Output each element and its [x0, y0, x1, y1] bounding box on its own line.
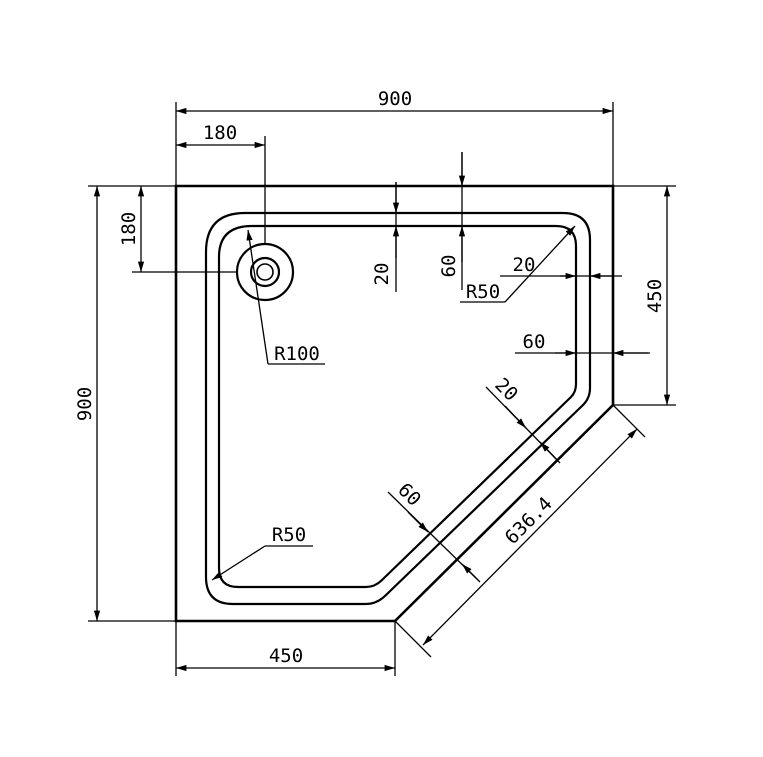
dim-arrow-rim-diag-depth-b — [461, 563, 479, 581]
dim-bottom-width-label: 450 — [269, 645, 303, 667]
dim-rim-top-label: 20 — [371, 263, 393, 286]
drain-inner-circle — [249, 256, 281, 288]
dim-arrow-rim-diag-b — [539, 441, 559, 462]
dim-line-diagonal — [422, 428, 638, 646]
dim-left-height-label: 900 — [74, 387, 96, 421]
dim-r50-top-label: R50 — [466, 281, 500, 303]
dim-rim-top-depth-label: 60 — [438, 255, 460, 278]
leader-r50-top — [504, 225, 576, 303]
ext-line-diag-bottom — [394, 620, 432, 658]
dim-drain-x-label: 180 — [203, 122, 237, 144]
dim-r50-bottom-label: R50 — [272, 524, 306, 546]
dim-arrow-rim-diag-depth-a — [407, 511, 429, 533]
dim-rim-diag-label: 20 — [490, 374, 522, 406]
dim-arrow-rim-diag-a — [504, 405, 527, 429]
leader-r50-bottom — [211, 545, 266, 581]
basin-inner-rim — [217, 224, 578, 589]
dim-rim-right-label: 20 — [513, 254, 536, 276]
dim-right-height-label: 450 — [644, 279, 666, 313]
dim-diagonal-label: 636.4 — [501, 493, 557, 549]
drain-core — [256, 263, 274, 281]
dim-top-width-label: 900 — [378, 88, 412, 110]
dim-rim-diag-depth-label: 60 — [393, 479, 425, 511]
tray-outline — [174, 184, 615, 623]
drain-outer-circle — [235, 242, 295, 302]
dim-r100-label: R100 — [274, 343, 320, 365]
dim-drain-y-label: 180 — [118, 212, 140, 246]
dim-rim-right-depth-label: 60 — [523, 331, 546, 353]
ext-line-diag-top — [612, 404, 646, 438]
basin-outer-rim — [204, 211, 592, 606]
leader-r100 — [246, 229, 269, 365]
